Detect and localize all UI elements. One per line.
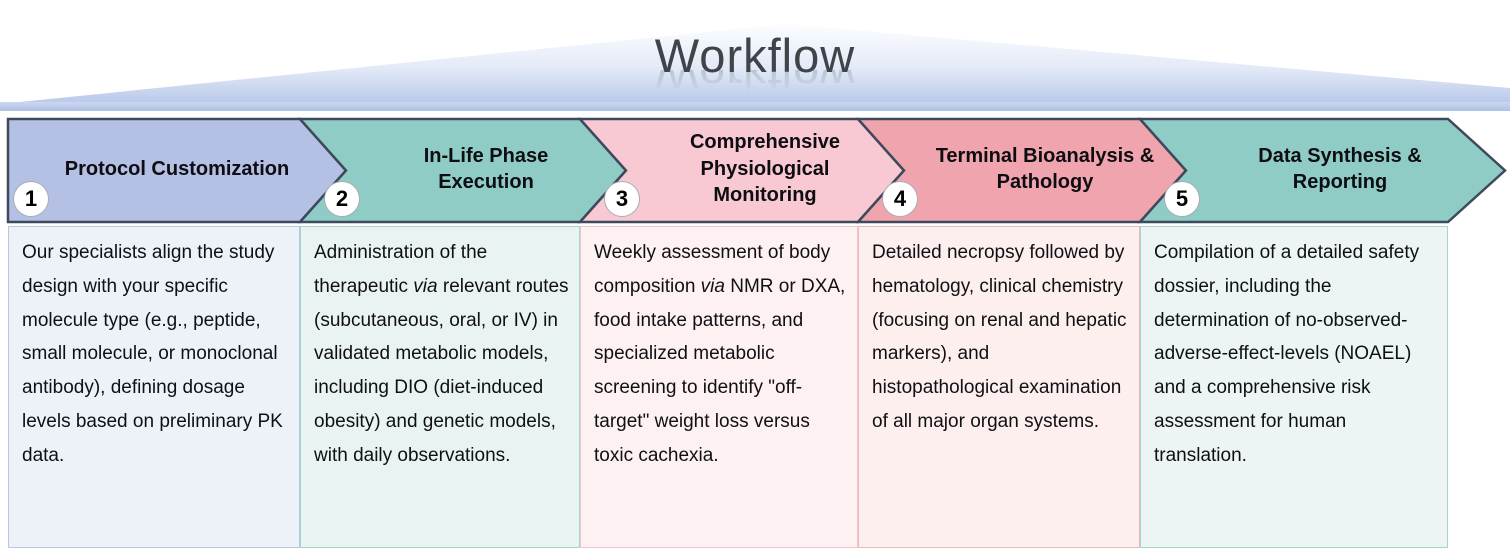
step-2-title: In-Life Phase Execution	[346, 124, 626, 214]
step-4-description: Detailed necropsy followed by hematology…	[858, 226, 1140, 548]
step-3-description: Weekly assessment of body composition vi…	[580, 226, 858, 548]
page-title-reflection: Workflow	[654, 69, 856, 100]
step-4-title: Terminal Bioanalysis & Pathology	[904, 124, 1186, 214]
workflow-steps-banner	[6, 117, 1507, 224]
step-5-number-badge: 5	[1164, 181, 1200, 217]
step-5-title-text: Data Synthesis & Reporting	[1258, 144, 1422, 193]
title-area: Workflow Workflow	[0, 30, 1510, 100]
step-3-title-text: Comprehensive Physiological Monitoring	[689, 131, 841, 207]
step-5-arrow	[1137, 117, 1507, 224]
step-1-description: Our specialists align the study design w…	[8, 226, 300, 548]
banner-base-bar	[0, 102, 1510, 111]
step-5-title: Data Synthesis & Reporting	[1186, 124, 1494, 214]
step-5-description: Compilation of a detailed safety dossier…	[1140, 226, 1448, 548]
step-1-number-badge: 1	[13, 181, 49, 217]
step-3-number-badge: 3	[604, 181, 640, 217]
page-title: Workflow	[654, 29, 856, 82]
step-4-number-badge: 4	[882, 181, 918, 217]
step-1-title: Protocol Customization	[8, 124, 346, 214]
step-2-description: Administration of the therapeutic via re…	[300, 226, 580, 548]
step-2-title-text: In-Life Phase Execution	[423, 144, 549, 193]
step-1-title-text: Protocol Customization	[64, 157, 290, 180]
step-2-number-badge: 2	[324, 181, 360, 217]
step-4-title-text: Terminal Bioanalysis & Pathology	[935, 144, 1155, 193]
step-3-title: Comprehensive Physiological Monitoring	[626, 124, 904, 214]
